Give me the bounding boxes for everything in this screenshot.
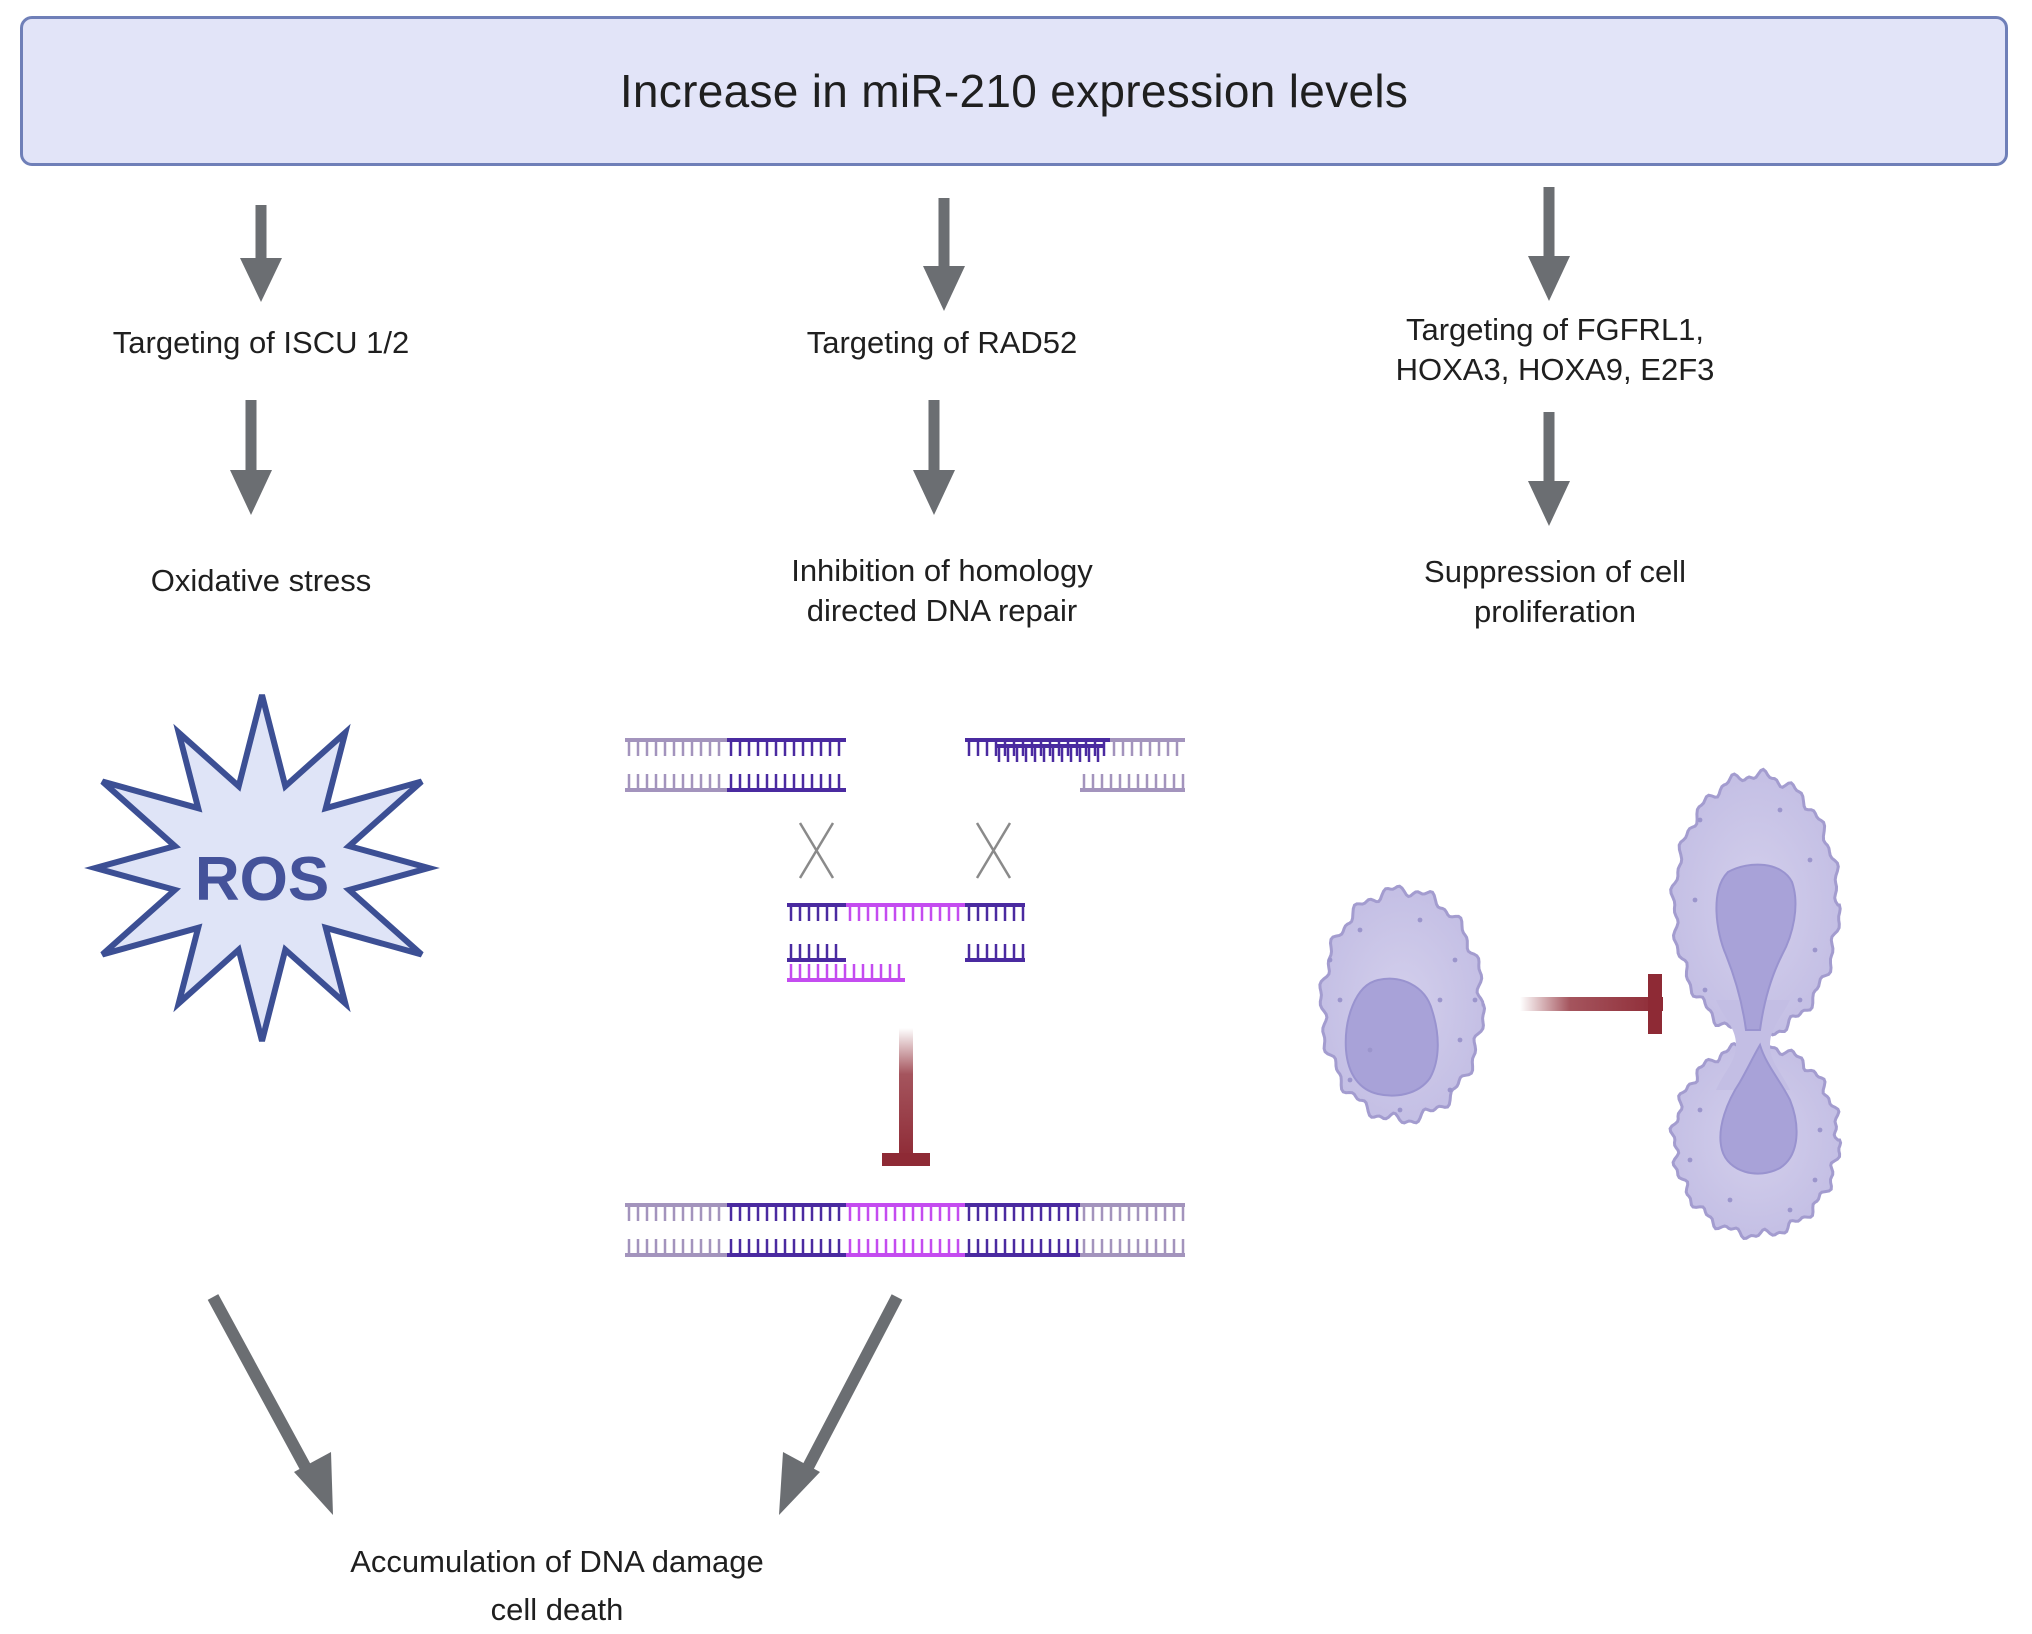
- label-targeting-iscu: Targeting of ISCU 1/2: [112, 325, 410, 360]
- dna-bottom-bottom-right-inner: [965, 1239, 1080, 1257]
- cell-single: [1318, 884, 1487, 1125]
- dna-mid-invading-strand: [787, 964, 905, 982]
- dna-bottom-top-left-inner: [727, 1203, 846, 1221]
- cell-nucleus: [1344, 977, 1439, 1097]
- dna-bottom-top-right-outer: [1080, 1203, 1185, 1221]
- label-oxidative-stress: Oxidative stress: [150, 563, 372, 598]
- label-proliferation-suppression: Suppression of cell proliferation: [1424, 554, 1686, 629]
- dna-bottom-bottom-right-outer: [1080, 1239, 1185, 1257]
- dividing-nucleus-top: [1715, 863, 1797, 1031]
- dividing-nucleus-bottom: [1719, 1042, 1798, 1175]
- dna-bottom-top-left-outer: [625, 1203, 727, 1221]
- label-targeting-fgfrl1: Targeting of FGFRL1, HOXA3, HOXA9, E2F3: [1395, 312, 1715, 387]
- arrow-header-to-rad52: [923, 198, 965, 311]
- ros-burst: ROS: [84, 694, 440, 1042]
- arrow-ros-to-outcome: [207, 1294, 333, 1515]
- dna-bottom-top-right-inner: [965, 1203, 1080, 1221]
- dna-mid-bottom-left: [787, 944, 846, 962]
- dna-upper-right-bottom-outer: [1080, 774, 1185, 792]
- dna-upper-right-top-overlap: [995, 744, 1105, 762]
- dna-bottom-bottom-left-inner: [727, 1239, 846, 1257]
- crossover-mark-right: [975, 822, 1012, 879]
- cell-dividing: [1668, 767, 1843, 1241]
- arrow-dna-to-outcome: [779, 1294, 903, 1515]
- dna-bottom-top-center: [846, 1203, 965, 1221]
- dna-bottom-bottom-center: [846, 1239, 965, 1257]
- dna-upper-left-bottom-inner: [727, 774, 846, 792]
- ros-star-shape: [84, 694, 440, 1042]
- dna-mid-top-left: [787, 903, 846, 921]
- dna-upper-left-top-inner: [727, 738, 846, 756]
- dna-upper-left-bottom-outer: [625, 774, 727, 792]
- header-title: Increase in miR-210 expression levels: [619, 65, 1409, 117]
- inhibition-bar-proliferation: [1520, 974, 1663, 1034]
- label-repair-inhibition: Inhibition of homology directed DNA repa…: [791, 553, 1093, 628]
- arrow-iscu-to-oxidative-stress: [230, 400, 272, 515]
- ros-label: ROS: [195, 845, 329, 914]
- label-targeting-rad52: Targeting of RAD52: [806, 325, 1078, 360]
- arrow-rad52-to-repair-inhibition: [913, 400, 955, 515]
- dna-repair-schematic: [625, 738, 1185, 1257]
- dna-mid-top-center: [846, 903, 965, 921]
- dna-mid-top-right: [965, 903, 1025, 921]
- crossover-marks: [798, 822, 1012, 879]
- dna-mid-bottom-right: [965, 944, 1025, 962]
- dna-upper-left-top-outer: [625, 738, 727, 756]
- inhibition-bar-dna-repair: [882, 1028, 930, 1166]
- crossover-mark-left: [798, 822, 835, 879]
- arrow-header-to-fgfrl1: [1528, 187, 1570, 301]
- dna-upper-right-top-outer: [1110, 738, 1185, 756]
- arrow-header-to-iscu: [240, 205, 282, 302]
- arrow-fgfrl1-to-proliferation: [1528, 412, 1570, 526]
- dna-bottom-bottom-left-outer: [625, 1239, 727, 1257]
- header-banner: Increase in miR-210 expression levels: [20, 16, 2008, 166]
- label-outcome: Accumulation of DNA damage cell death: [350, 1544, 764, 1627]
